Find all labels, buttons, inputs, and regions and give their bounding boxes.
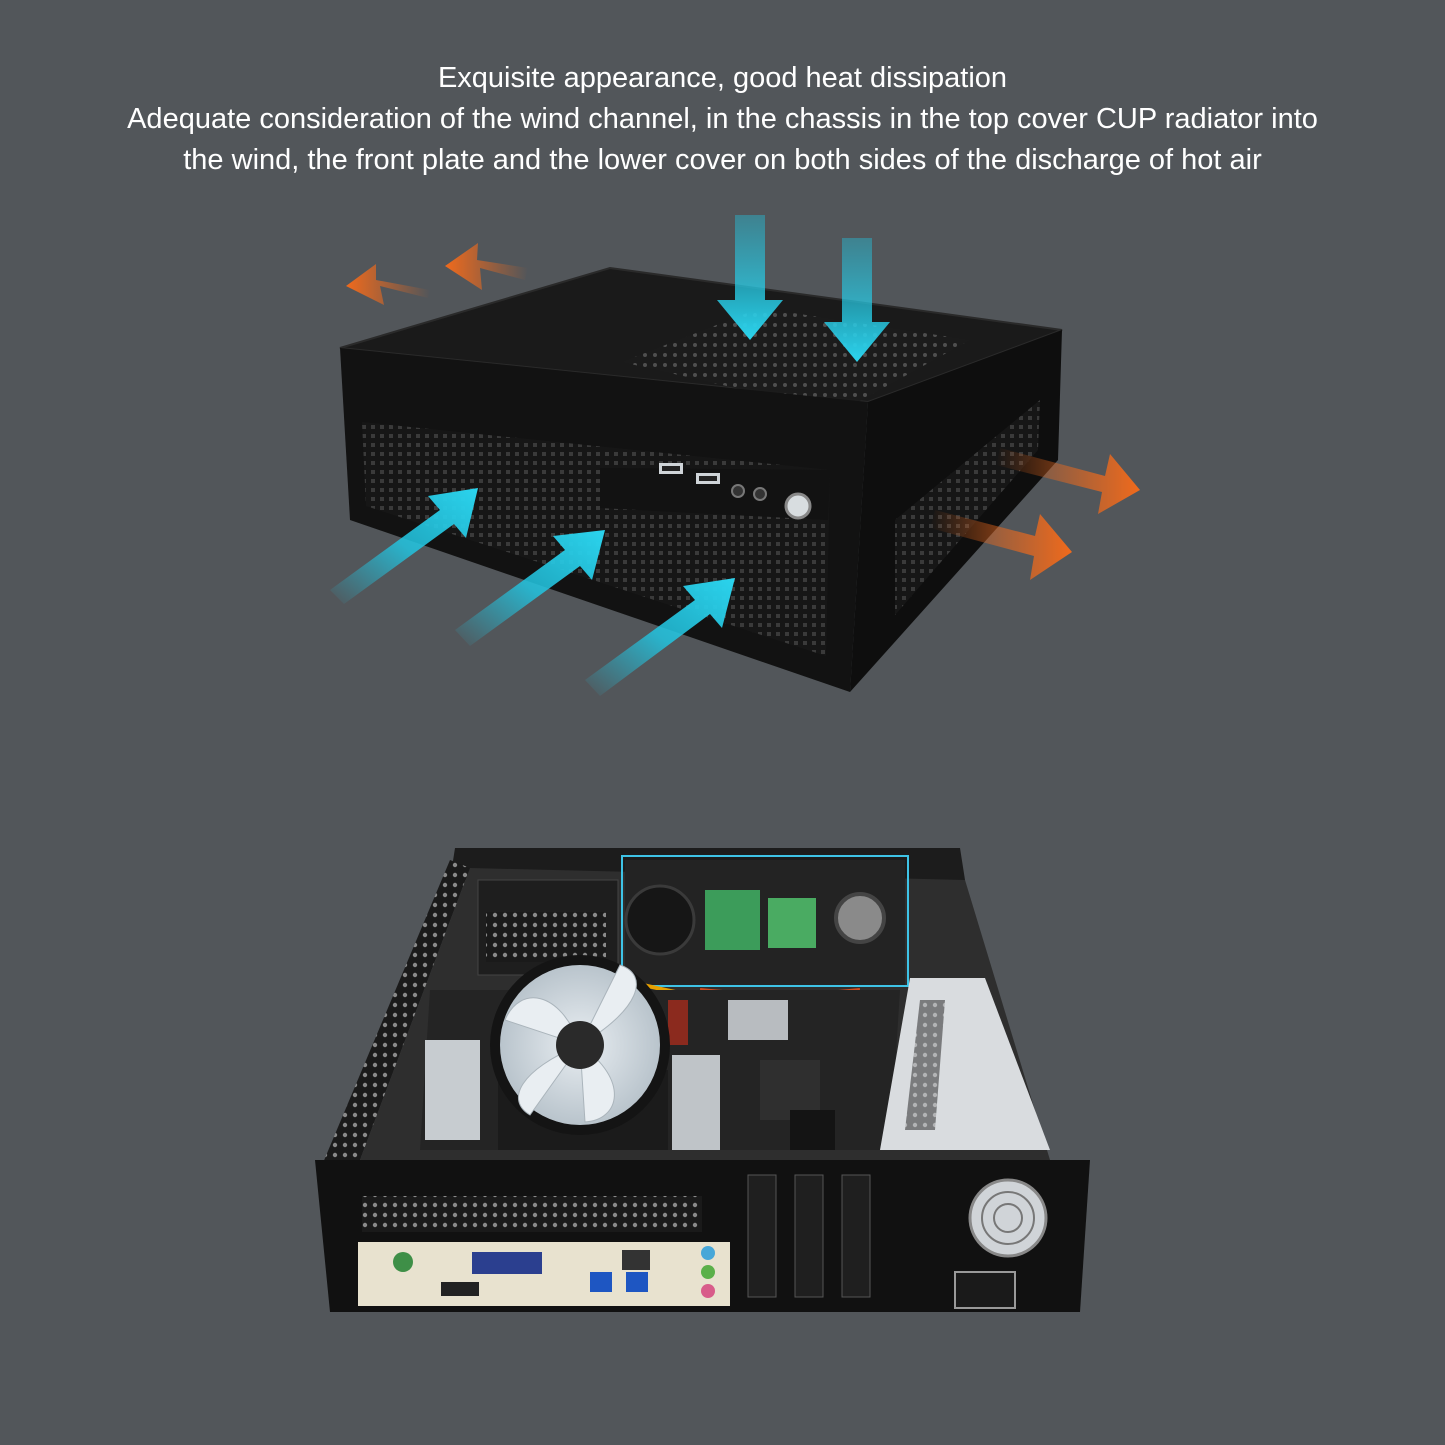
ssd-board — [768, 898, 816, 948]
audio-jack — [753, 487, 767, 501]
hdd-platter — [834, 892, 886, 944]
arrow-down-icon — [717, 215, 890, 362]
vga-port — [472, 1252, 542, 1274]
heatsink — [425, 1040, 480, 1140]
heatsink — [728, 1000, 788, 1040]
usb-port — [590, 1272, 612, 1292]
slot-cover — [747, 1174, 777, 1298]
caption: Exquisite appearance, good heat dissipat… — [0, 58, 1445, 181]
audio-jack — [701, 1284, 715, 1298]
chipset — [790, 1110, 835, 1150]
arrow-left-icon — [346, 243, 528, 305]
open-chassis — [315, 848, 1090, 1312]
io-shield — [358, 1242, 730, 1306]
top-vent — [622, 308, 970, 412]
highlight-box — [621, 855, 909, 987]
power-socket — [954, 1271, 1016, 1309]
left-side-wall — [320, 860, 470, 1170]
usb-port — [626, 1272, 648, 1292]
hdmi-port — [441, 1282, 479, 1296]
caption-line-3: the wind, the front plate and the lower … — [183, 144, 1262, 176]
power-button — [784, 492, 812, 520]
audio-jack — [701, 1246, 715, 1260]
ethernet-port — [622, 1250, 650, 1270]
heatsink — [672, 1055, 720, 1150]
slot-cover — [794, 1174, 824, 1298]
slot-cover — [841, 1174, 871, 1298]
ps2-port — [393, 1252, 413, 1272]
caption-line-2: Adequate consideration of the wind chann… — [127, 103, 1318, 135]
audio-jack — [701, 1265, 715, 1279]
ssd-board — [705, 890, 760, 950]
closed-chassis — [339, 266, 1063, 692]
arrow-down-right-icon — [330, 488, 735, 696]
cpu-cooler — [490, 955, 670, 1150]
caption-title: Exquisite appearance, good heat dissipat… — [437, 62, 1008, 94]
audio-jack — [731, 484, 745, 498]
ram-module — [668, 1000, 688, 1045]
arrow-right-icon — [930, 448, 1140, 580]
